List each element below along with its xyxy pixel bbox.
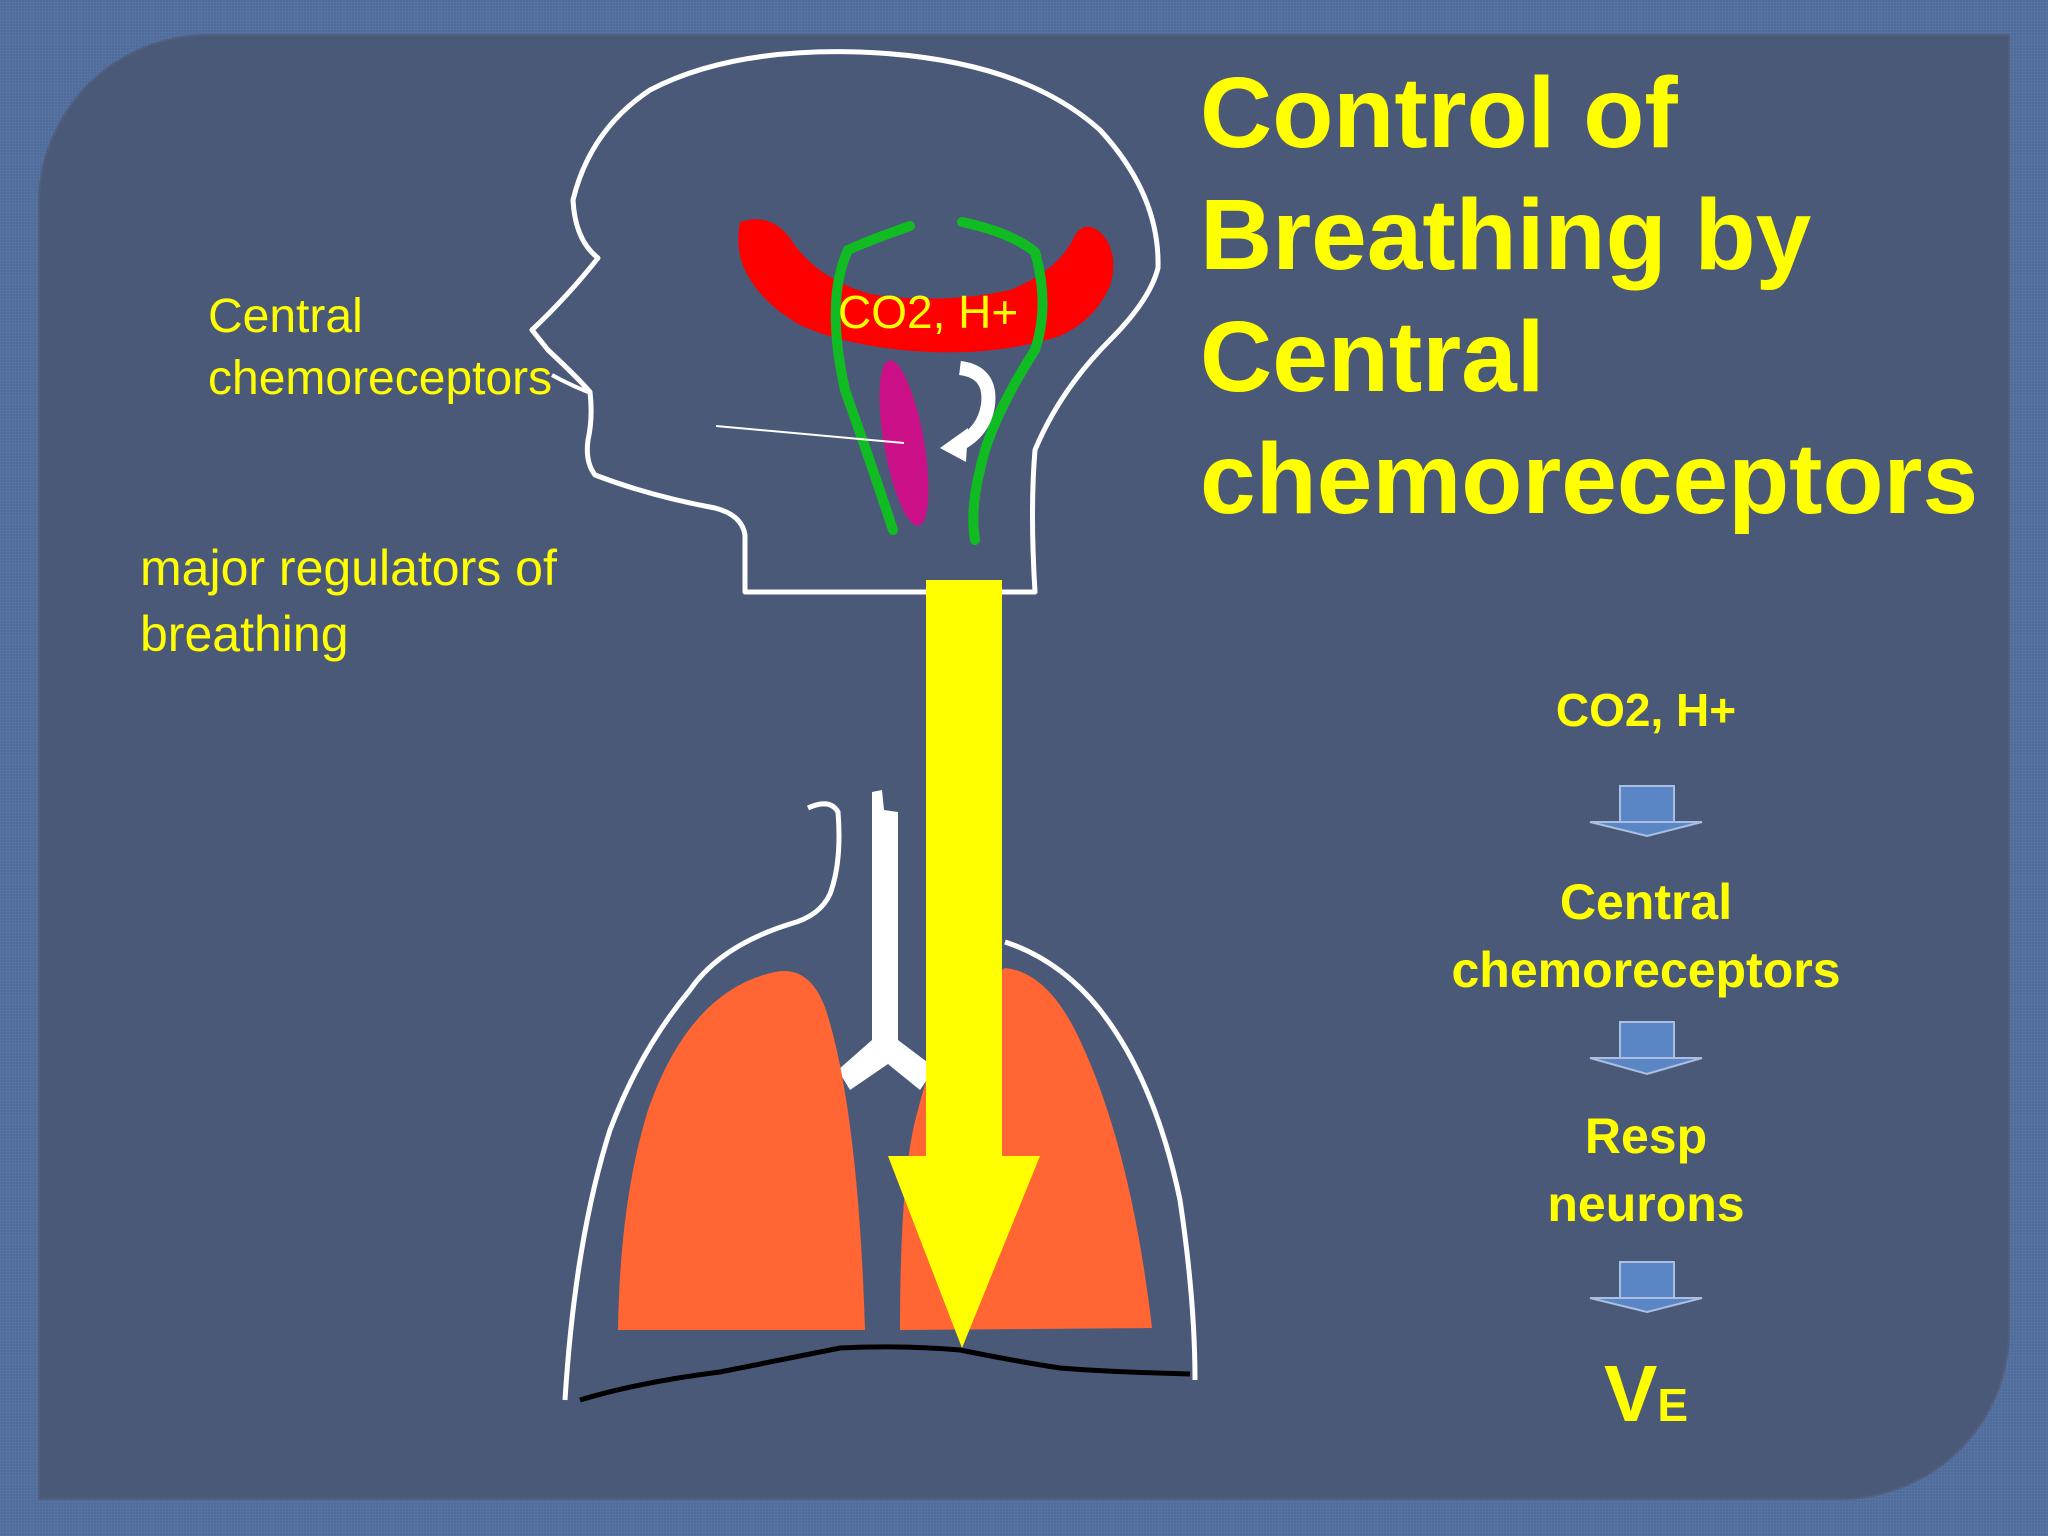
flow-step-resp-neurons: Resp neurons xyxy=(1346,1102,1946,1238)
flow-arrow-3 xyxy=(1589,1261,1703,1314)
down-arrow-icon xyxy=(888,580,1040,1348)
flow-arrow-1 xyxy=(1589,785,1703,838)
regulators-line-2: breathing xyxy=(140,606,349,662)
ve-subscript: E xyxy=(1657,1379,1689,1431)
brain-co2-label: CO2, H+ xyxy=(838,286,1019,338)
flow-resp-line-2: neurons xyxy=(1547,1176,1745,1232)
pointer-line xyxy=(715,425,905,444)
slide-title: Control of Breathing by Central chemorec… xyxy=(1200,52,2020,540)
airway xyxy=(838,790,935,1090)
title-line-4: chemoreceptors xyxy=(1200,423,1979,535)
flow-step-ve: VE xyxy=(1346,1346,1946,1453)
trachea-left xyxy=(562,801,842,1401)
ve-main: V xyxy=(1603,1349,1658,1438)
head-outline xyxy=(529,49,1161,595)
central-label-line-1: Central xyxy=(208,290,363,343)
nerve-right xyxy=(957,217,1048,545)
trachea-right xyxy=(1004,939,1198,1381)
central-chemoreceptors-label: Central chemoreceptors xyxy=(208,286,552,410)
curved-arrow-icon xyxy=(940,361,996,462)
title-line-3: Central xyxy=(1200,301,1545,413)
flow-central-line-2: chemoreceptors xyxy=(1451,942,1841,998)
lung-left xyxy=(618,971,865,1330)
nerve-left xyxy=(830,221,915,535)
flow-arrow-2 xyxy=(1589,1021,1703,1076)
major-regulators-label: major regulators of breathing xyxy=(140,535,557,667)
flow-central-line-1: Central xyxy=(1559,874,1733,930)
flow-step-co2: CO2, H+ xyxy=(1555,684,1737,736)
flow-step-central-chemoreceptors: Central chemoreceptors xyxy=(1346,868,1946,1004)
title-line-1: Control of xyxy=(1200,57,1678,169)
regulators-line-1: major regulators of xyxy=(140,540,557,596)
diaphragm-line xyxy=(579,1344,1191,1403)
title-line-2: Breathing by xyxy=(1200,179,1812,291)
flow-resp-line-1: Resp xyxy=(1584,1108,1708,1164)
central-label-line-2: chemoreceptors xyxy=(208,352,553,405)
